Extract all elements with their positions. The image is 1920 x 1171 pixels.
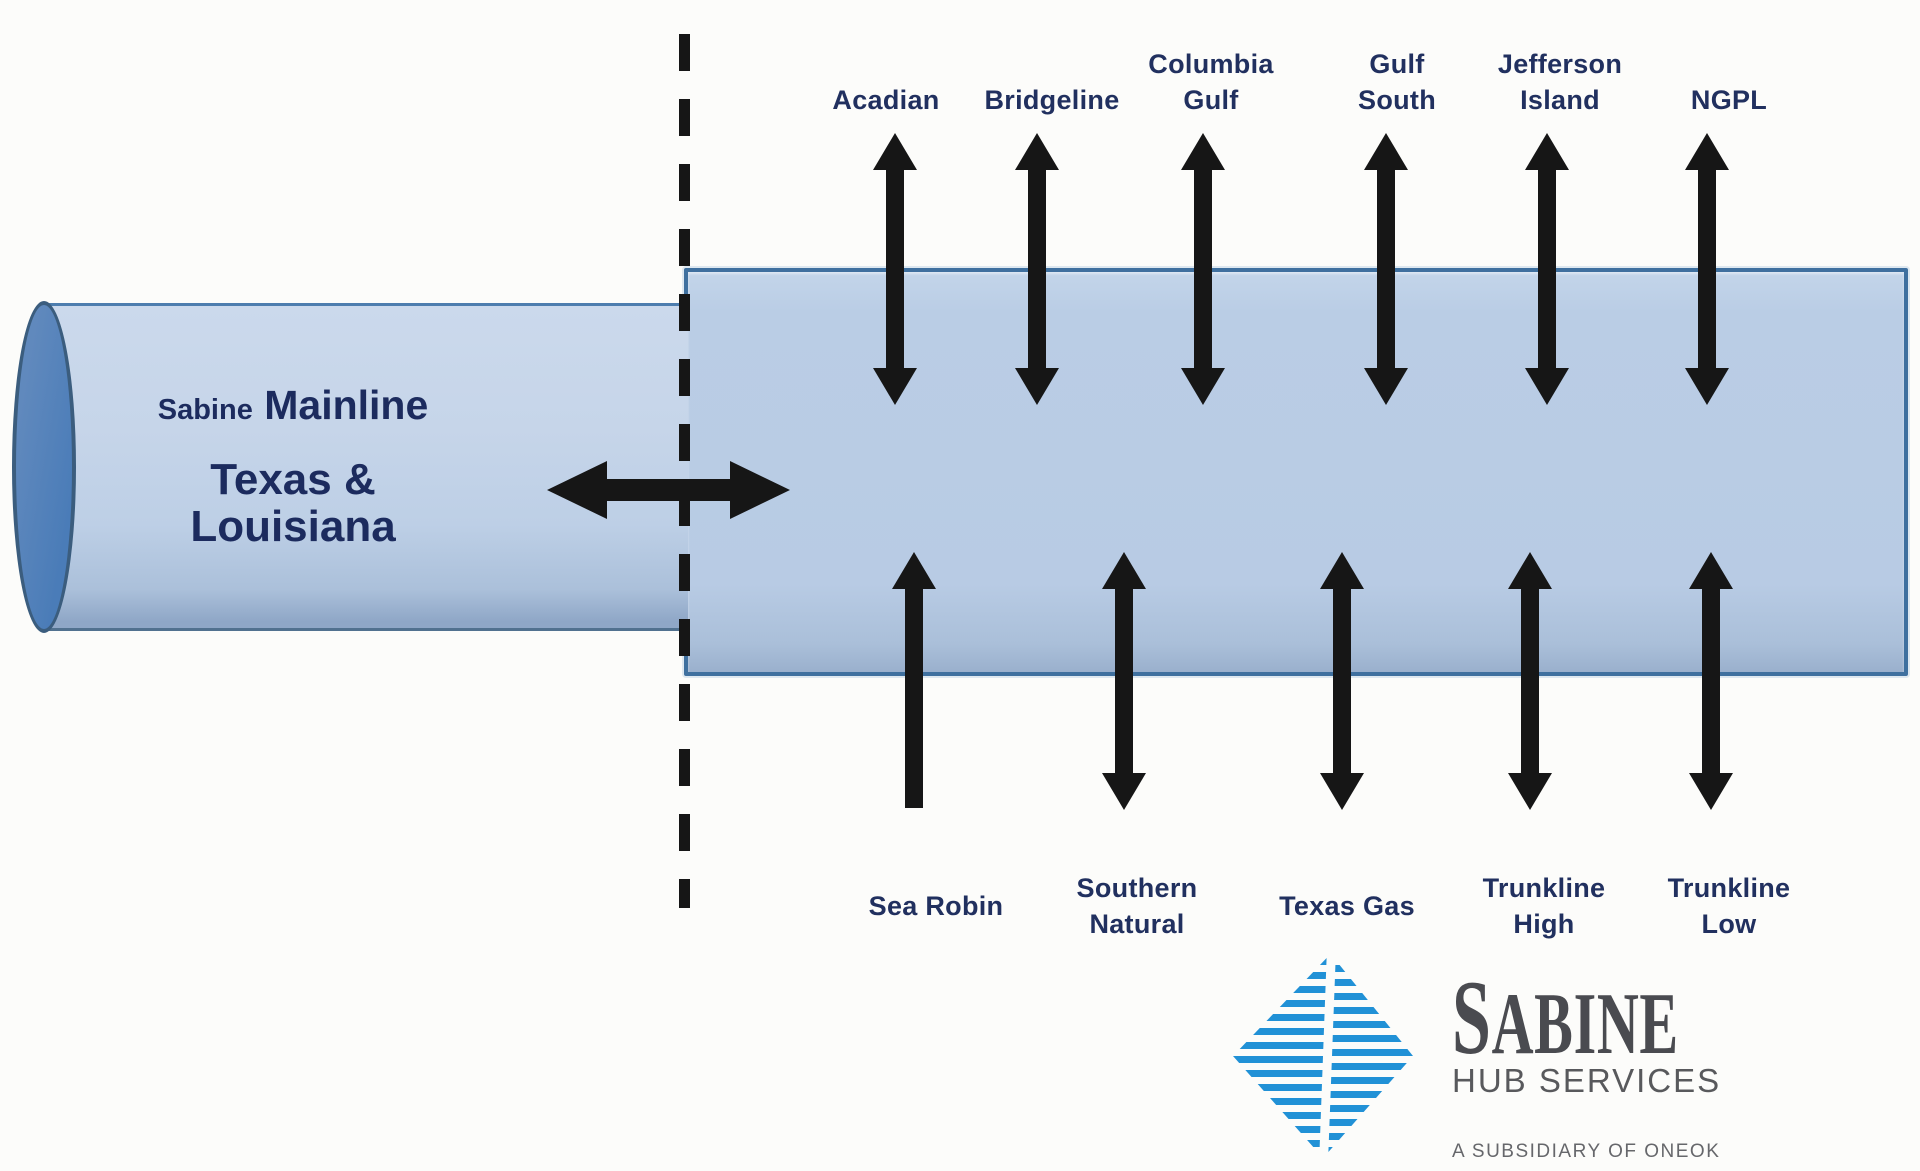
- oneok-diamond-logo-icon: [1233, 958, 1413, 1154]
- arrow-shaft: [1028, 163, 1046, 375]
- mainline-pipe-label: Sabine Mainline Texas & Louisiana: [88, 383, 498, 550]
- pipeline-label-southern-natural: Southern Natural: [1076, 873, 1198, 939]
- arrow-head-down: [873, 368, 917, 405]
- arrow-head-down: [1181, 368, 1225, 405]
- boundary-dashed-line: [679, 34, 690, 908]
- flow-arrow-columbia-gulf: [1181, 133, 1225, 405]
- arrow-shaft: [1377, 163, 1395, 375]
- pipeline-label-columbia-gulf: Columbia Gulf: [1148, 49, 1274, 115]
- pipeline-label-bridgeline: Bridgeline: [984, 85, 1120, 115]
- arrow-shaft: [1702, 582, 1720, 780]
- arrow-head-down: [1102, 773, 1146, 810]
- arrow-shaft: [589, 479, 748, 501]
- arrow-shaft: [1521, 582, 1539, 780]
- pipeline-label-jefferson-island: Jefferson Island: [1497, 49, 1623, 115]
- arrow-head-down: [1015, 368, 1059, 405]
- flow-arrow-trunkline-low: [1689, 552, 1733, 810]
- arrow-shaft: [886, 163, 904, 375]
- flow-arrow-jefferson-island: [1525, 133, 1569, 405]
- logo-brand-initial: S: [1452, 959, 1492, 1076]
- arrow-shaft: [1333, 582, 1351, 780]
- arrow-head-down: [1689, 773, 1733, 810]
- pipe-region-line1: Texas &: [210, 455, 376, 504]
- arrow-shaft: [1538, 163, 1556, 375]
- pipeline-label-trunkline-low: Trunkline Low: [1667, 873, 1791, 939]
- pipe-region-line2: Louisiana: [190, 502, 396, 551]
- pipeline-label-sea-robin: Sea Robin: [868, 891, 1004, 921]
- pipeline-label-trunkline-high: Trunkline High: [1482, 873, 1606, 939]
- arrow-shaft: [1194, 163, 1212, 375]
- arrow-shaft: [1115, 582, 1133, 780]
- arrow-head-down: [1525, 368, 1569, 405]
- arrow-head-down: [1685, 368, 1729, 405]
- pipeline-label-gulf-south: Gulf South: [1358, 49, 1436, 115]
- flow-arrow-texas-gas: [1320, 552, 1364, 810]
- pipeline-label-texas-gas: Texas Gas: [1279, 891, 1415, 921]
- logo-subsidiary-tagline: A SUBSIDIARY OF ONEOK: [1452, 1141, 1721, 1162]
- flow-arrow-gulf-south: [1364, 133, 1408, 405]
- pipe-title: Sabine Mainline: [88, 383, 498, 432]
- logo-division-name: HUB SERVICES: [1452, 1062, 1722, 1099]
- arrow-shaft: [905, 582, 923, 808]
- pipe-title-name: Mainline: [264, 382, 429, 428]
- pipeline-label-ngpl: NGPL: [1690, 85, 1768, 115]
- flow-arrow-acadian: [873, 133, 917, 405]
- flow-arrow-sea-robin: [892, 552, 936, 810]
- flow-arrow-bridgeline: [1015, 133, 1059, 405]
- pipeline-label-acadian: Acadian: [832, 85, 940, 115]
- pipe-title-prefix: Sabine: [157, 394, 253, 426]
- logo-brand-name: SABINE: [1452, 965, 1679, 1101]
- arrow-head-down: [1364, 368, 1408, 405]
- arrow-head-down: [1320, 773, 1364, 810]
- logo-brand-rest: ABINE: [1491, 976, 1679, 1073]
- arrow-head-right: [730, 461, 790, 519]
- flow-arrow-ngpl: [1685, 133, 1729, 405]
- mainline-hub-bidirectional-arrow-icon: [547, 461, 790, 519]
- flow-arrow-southern-natural: [1102, 552, 1146, 810]
- arrow-shaft: [1698, 163, 1716, 375]
- flow-arrow-trunkline-high: [1508, 552, 1552, 810]
- logo-wordmark: SABINE: [1452, 965, 1796, 1101]
- arrow-head-down: [1508, 773, 1552, 810]
- mainline-pipe-end-cap: [12, 301, 76, 633]
